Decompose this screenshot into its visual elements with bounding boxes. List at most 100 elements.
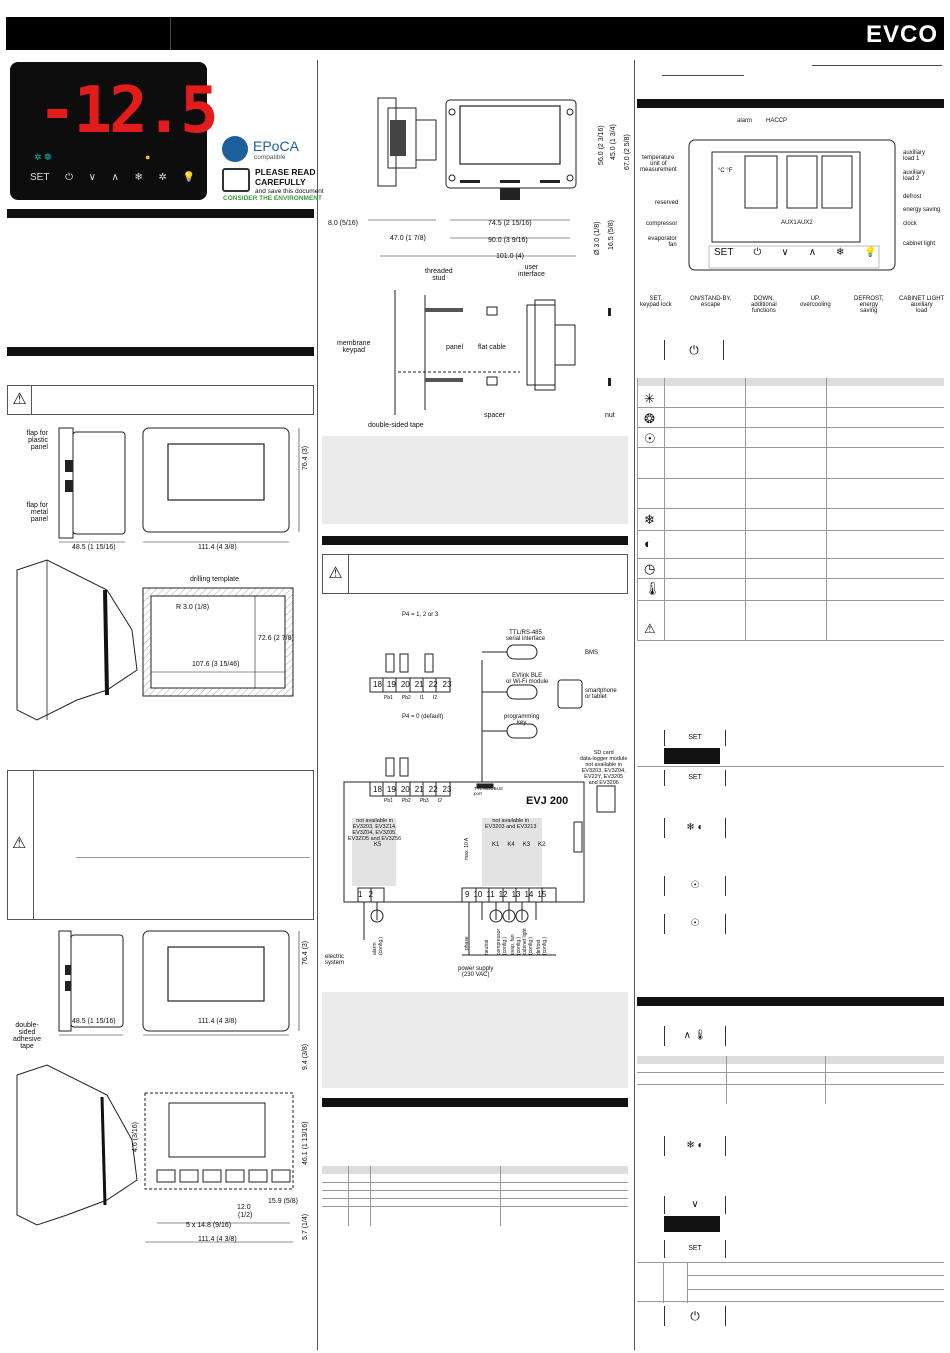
mid-table-header: [322, 1166, 628, 1174]
pb-mid-2: Pb2: [401, 798, 411, 804]
ui-key-light: 💡: [864, 247, 877, 258]
ttl-rs485-label: TTL/RS-485 serial interface: [506, 630, 546, 642]
phase-label: phase: [464, 936, 470, 950]
ui-key-set: SET: [714, 247, 734, 258]
aux2-indicator: AUX2: [797, 220, 813, 226]
set-key-row-3-label: SET: [688, 1245, 702, 1252]
reserved-label: reserved: [655, 200, 679, 206]
standby-key-cell: ⏻: [664, 340, 724, 360]
read-title-2: CAREFULLY: [255, 177, 306, 187]
terminal-11: 11: [486, 890, 495, 899]
icon-row-sep-8: [637, 578, 944, 579]
dim-4-6: 4.6 (3/16): [132, 1122, 139, 1152]
mid-table-row-4: [322, 1206, 628, 1207]
worker-warning-icon-2: ⚠: [12, 835, 27, 852]
compressor-label: compressor: [646, 221, 678, 227]
set-key-row-2-label: SET: [688, 774, 702, 781]
terminal-top-22: 22: [428, 680, 438, 689]
header-separator: [170, 17, 171, 50]
ui-key-defrost: ❄: [836, 247, 845, 258]
right-table-header: [637, 1056, 944, 1064]
p4-123-label: P4 = 1, 2 or 3: [402, 612, 439, 618]
set-key-row-3: SET: [664, 1240, 726, 1258]
threaded-stud-label: threaded stud: [425, 268, 453, 282]
relay-k3: K3: [522, 842, 531, 848]
terminal-mid-21: 21: [414, 785, 424, 794]
evap-fan-icon: ❂: [644, 411, 655, 426]
terminal-row-power: 1 2: [358, 890, 373, 899]
alarm-config-label: alarm (config.): [372, 936, 384, 955]
right-subtable-col-1: [663, 1263, 664, 1303]
icon-row-sep-9: [637, 600, 944, 601]
dim-9-4: 9.4 (3/8): [302, 1043, 309, 1070]
terminal-top-21: 21: [414, 680, 424, 689]
warning-box-2: ⚠: [7, 770, 314, 920]
load-cabinet-light: cabinet light (config.): [522, 928, 534, 955]
terminal-row-top: 18 19 20 21 22 23: [373, 680, 451, 689]
terminal-1: 1: [358, 890, 363, 899]
adhesive-mount-diagram: [16, 930, 300, 1243]
mid-table-col-3: [500, 1166, 501, 1226]
ui-key-down: ∨: [781, 247, 789, 258]
section-bar-1: [7, 209, 314, 218]
not-avail-right: not available in EV3203 and EV3213: [485, 818, 537, 830]
device-icons: ✲ ❁: [34, 152, 52, 162]
down-combo-bar: [664, 1216, 720, 1232]
section-bar-mid-1: [322, 536, 628, 545]
ui-keys-row: SET ⏻ ∨ ∧ ❄ 💡: [714, 247, 877, 258]
column-divider-1: [317, 60, 318, 1350]
warning-box-1: ⚠: [7, 385, 314, 415]
key-desc-defrost: DEFROST, energy saving: [854, 296, 884, 314]
dim-48-5-b: 48.5 (1 15/16): [72, 1018, 116, 1025]
defrost-icon: ❄: [644, 512, 655, 527]
icon-row-sep-4: [637, 478, 944, 479]
device-photo: -12.5 ✲ ❁ ● SET ⏻ ∨ ∧ ❄ ✲ 💡: [10, 62, 219, 200]
ttl-port-label: TTL MODBUS port: [474, 786, 503, 796]
terminal-10: 10: [473, 890, 483, 899]
k5-label: K5: [374, 842, 382, 848]
power-supply-label: power supply (230 VAC): [458, 966, 494, 978]
terminal-14: 14: [524, 890, 534, 899]
terminal-15: 15: [537, 890, 547, 899]
user-interface-label: user interface: [518, 264, 545, 278]
dim-111-4-b: 111.4 (4 3/8): [198, 1018, 237, 1025]
set-key-row-1-label: SET: [688, 734, 702, 741]
energy-icon: ●: [145, 152, 151, 162]
epoca-subtitle: compatible: [254, 154, 286, 161]
defrost-key-row-2: ❄ ◐: [664, 1136, 726, 1156]
epoca-title: EPoCA: [253, 138, 299, 154]
ui-key-power: ⏻: [753, 247, 762, 258]
pb-mid-4: I2: [437, 798, 442, 804]
icon-row-sep-5: [637, 508, 944, 509]
set-key-row-1: SET: [664, 730, 726, 746]
section-bar-right-2: [637, 997, 944, 1006]
sd-card-label: SD card data-logger module not available…: [580, 750, 628, 786]
terminal-13: 13: [511, 890, 521, 899]
wiring-diagram: [343, 644, 616, 956]
clock-icon: ◷: [644, 561, 656, 576]
read-subtitle: and save this document: [255, 188, 324, 195]
bms-label: BMS: [585, 650, 599, 656]
smartphone-label: smartphone or tablet: [585, 688, 617, 700]
key-desc-set: SET, keypad lock: [640, 296, 672, 308]
panel-label: panel: [446, 344, 464, 351]
note-block-1: [322, 436, 628, 524]
right-table-row-1: [637, 1072, 944, 1073]
icons-table-col-3: [826, 378, 827, 640]
dim-5x14: 5 x 14.8 (9/16): [186, 1222, 232, 1229]
icons-table-col-2: [745, 378, 746, 640]
icon-row-sep-7: [637, 558, 944, 559]
light-bulb-icon: ☉: [644, 431, 656, 446]
energy-saving-icon: ◐: [644, 536, 652, 551]
light-key-row-1: ☉: [664, 876, 726, 896]
device-keys: SET ⏻ ∨ ∧ ❄ ✲ 💡: [30, 172, 195, 183]
terminal-top-18: 18: [373, 680, 382, 689]
aux-load-1-label: auxiliary load 1: [903, 150, 926, 162]
load-evap-fan: evap. fan (config.): [510, 934, 522, 955]
panel-mount-diagram: [16, 427, 300, 721]
warning-box-mid: ⚠: [322, 554, 628, 594]
alarm-warning-icon: ⚠: [644, 621, 656, 636]
dim-46-1: 46.1 (1 13/16): [302, 1121, 309, 1165]
relay-k4: K4: [507, 842, 515, 848]
flap-metal-label: flap for metal panel: [26, 502, 48, 523]
